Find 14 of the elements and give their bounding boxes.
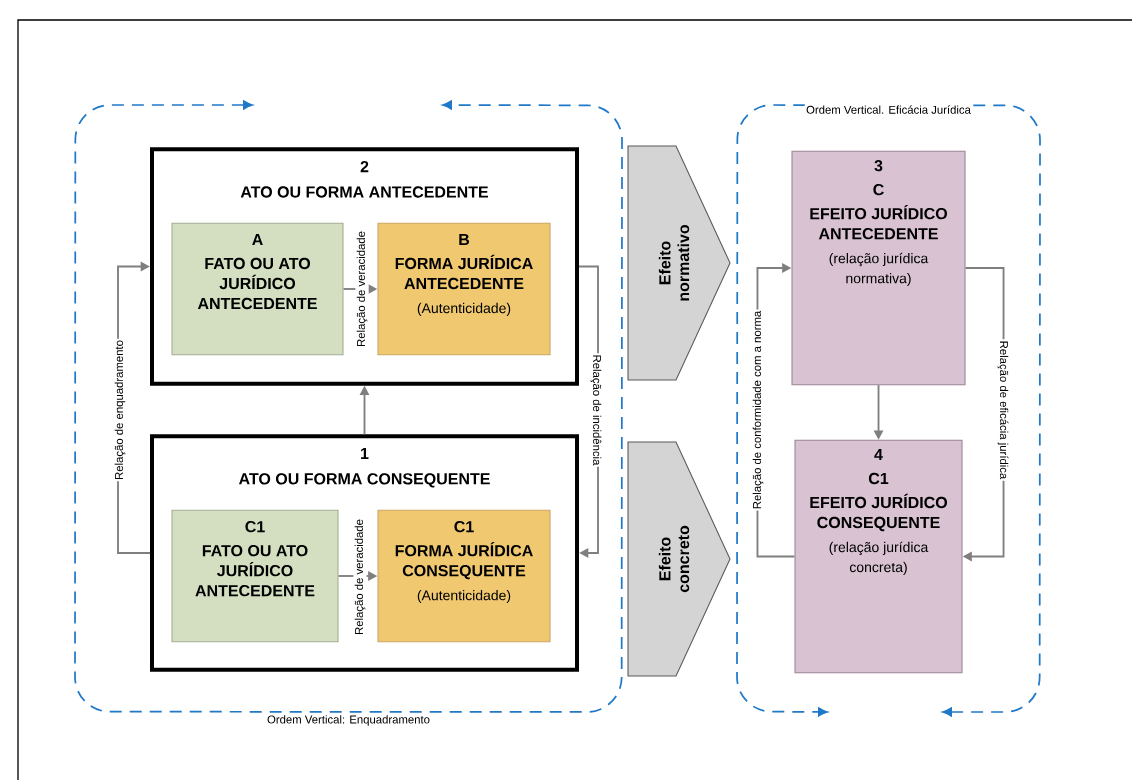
- fact-box: A FATO OU ATO JURÍDICO ANTECEDENTE: [171, 222, 344, 356]
- effect-box: 4 C1 EFEITO JURÍDICO CONSEQUENTE (relação jurídica concreta): [794, 439, 963, 674]
- effect-box: 3 C EFEITO JURÍDICO ANTECEDENTE (relação jurídica normativa): [791, 150, 966, 386]
- form-box: C1 FORMA JURÍDICA CONSEQUENTE (Autenticidade): [377, 509, 551, 643]
- edge-label: Relação de veracidade: [355, 229, 369, 349]
- node-label: Ordem Vertical. Eficácia Jurídica: [806, 105, 971, 114]
- node-label: Ordem Vertical: Enquadramento: [267, 715, 430, 726]
- edge-label: Relação de incidência: [589, 353, 603, 467]
- fact-box: C1 FATO OU ATO JURÍDICO ANTECEDENTE: [171, 509, 339, 643]
- edge-label: Relação de enquadramento: [113, 338, 127, 482]
- edge-label: Relação de eficácia jurídica: [996, 339, 1010, 481]
- form-box: B FORMA JURÍDICA ANTECEDENTE (Autenticidade): [377, 222, 551, 356]
- edge-label: Relação de conformidade com a norma: [751, 309, 765, 511]
- edge-label: Relação de veracidade: [353, 517, 367, 637]
